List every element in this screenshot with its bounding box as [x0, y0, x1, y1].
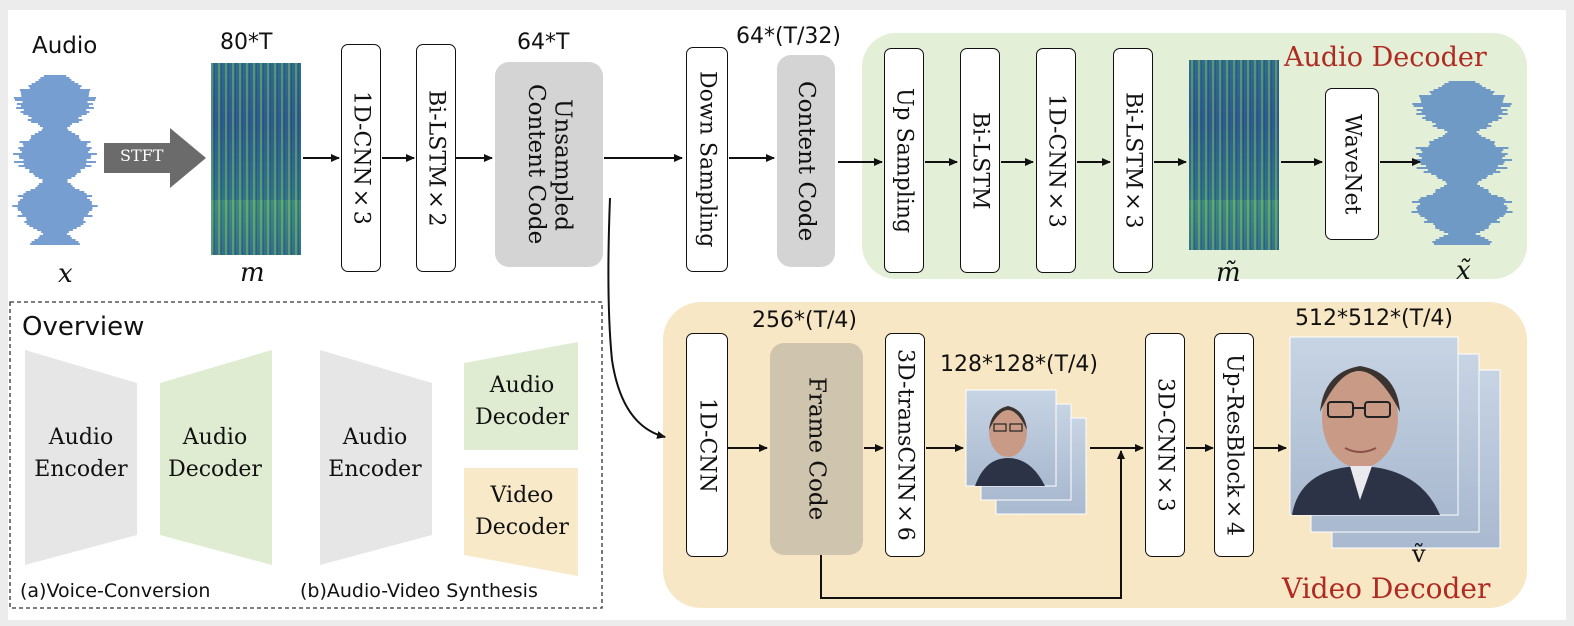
overview-video-decoder-b: Video Decoder [475, 483, 569, 540]
bilstm-block: Bi-LSTM×2 [416, 44, 456, 272]
audio-decoder-title: Audio Decoder [1284, 42, 1487, 73]
unsampled-content-code: Unsampled Content Code [495, 62, 603, 267]
decoder-bilstm3-label: Bi-LSTM×3 [1120, 92, 1146, 229]
stft-label: STFT [120, 146, 164, 165]
up-sampling-label: Up Sampling [891, 87, 917, 234]
bilstm-block-label: Bi-LSTM×2 [423, 89, 449, 227]
input-waveform [12, 75, 98, 245]
cnn-block: 1D-CNN×3 [341, 44, 381, 272]
cnn3d-block: 3D-CNN×3 [1145, 333, 1185, 557]
decoder-cnn-block: 1D-CNN×3 [1036, 48, 1076, 273]
decoder-b-video-trapezoid [464, 468, 578, 576]
large-frames-stack [1289, 336, 1501, 549]
input-symbol: x [58, 259, 73, 289]
stft-arrow [104, 128, 206, 188]
overview-audio-decoder-b: Audio Decoder [475, 373, 569, 430]
up-sampling-block: Up Sampling [884, 48, 924, 273]
decoder-a-trapezoid [160, 350, 272, 565]
decoder-bilstm3-block: Bi-LSTM×3 [1113, 48, 1153, 273]
overview-encoder-a: Audio Encoder [34, 425, 128, 482]
video-cnn-block: 1D-CNN [686, 333, 728, 557]
down-sampling-block: Down Sampling [686, 47, 728, 272]
small-frame-dimension: 128*128*(T/4) [940, 352, 1098, 377]
overview-box [9, 301, 603, 609]
encoder-b-trapezoid [320, 350, 432, 565]
wavenet-block: WaveNet [1325, 88, 1379, 240]
frame-code-label: Frame Code [803, 377, 830, 521]
output-audio-symbol: x̃ [1456, 256, 1471, 286]
unsampled-content-code-label: Unsampled Content Code [523, 84, 576, 245]
output-waveform [1411, 81, 1513, 245]
upresblock-label: Up-ResBlock×4 [1221, 353, 1247, 537]
content-code: Content Code [777, 55, 835, 267]
mel-symbol: m [240, 258, 265, 288]
frame-code-dimension: 256*(T/4) [752, 308, 858, 333]
output-video-symbol: ṽ [1412, 540, 1426, 568]
reconstructed-mel-symbol: m̃ [1216, 258, 1241, 288]
audio-input-label: Audio [32, 33, 98, 59]
down-sampling-label: Down Sampling [694, 71, 720, 248]
caption-audio-video-synthesis: (b)Audio-Video Synthesis [300, 580, 538, 602]
decoder-bilstm-label: Bi-LSTM [967, 111, 993, 210]
mel-spectrogram [211, 63, 301, 255]
cnn3d-label: 3D-CNN×3 [1152, 378, 1178, 512]
video-cnn-label: 1D-CNN [694, 397, 720, 493]
caption-voice-conversion: (a)Voice-Conversion [20, 580, 211, 602]
transcnn-label: 3D-transCNN×6 [892, 349, 918, 541]
overview-title: Overview [22, 312, 145, 342]
cnn-block-label: 1D-CNN×3 [348, 91, 374, 225]
upresblock-block: Up-ResBlock×4 [1214, 333, 1254, 557]
overview-decoder-a: Audio Decoder [168, 425, 262, 482]
large-face [1322, 368, 1398, 468]
decoder-b-audio-trapezoid [464, 342, 578, 450]
reconstructed-mel-spectrogram [1189, 60, 1279, 250]
wavenet-label: WaveNet [1339, 113, 1365, 215]
decoder-cnn-label: 1D-CNN×3 [1043, 93, 1069, 228]
content-code-dimension: 64*(T/32) [736, 24, 842, 49]
decoder-bilstm-block: Bi-LSTM [960, 48, 1000, 273]
overview-encoder-b: Audio Encoder [328, 425, 422, 482]
unsampled-dimension: 64*T [517, 30, 570, 55]
content-code-label: Content Code [793, 80, 820, 242]
large-frame-dimension: 512*512*(T/4) [1295, 306, 1453, 331]
small-frames-stack [965, 389, 1087, 515]
frame-code: Frame Code [770, 343, 863, 555]
mel-dimension: 80*T [220, 30, 273, 55]
encoder-a-trapezoid [25, 350, 137, 565]
small-face [989, 407, 1027, 457]
transcnn-block: 3D-transCNN×6 [885, 333, 925, 557]
video-decoder-title: Video Decoder [1282, 572, 1491, 605]
